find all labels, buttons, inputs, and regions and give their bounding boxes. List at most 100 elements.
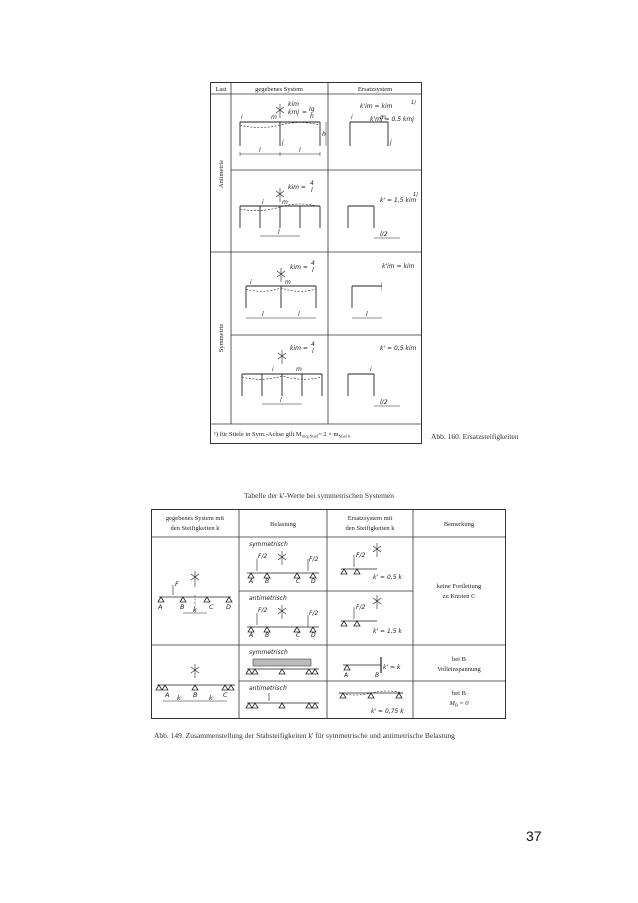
- header-load: Belastung: [270, 521, 297, 528]
- given2-B: B: [193, 691, 198, 699]
- load-anti-F2-left: F/2: [258, 607, 267, 614]
- load-anti-F2-right: F/2: [309, 610, 318, 617]
- row3-den: l: [312, 267, 314, 274]
- substitute2-kprime: k' = k: [383, 664, 401, 671]
- header-last: Last: [215, 86, 226, 93]
- row2-given-beam: [239, 188, 321, 237]
- substitute-anti-F2: F/2: [356, 604, 365, 611]
- substitute-sym-kprime: k' = 0,5 k: [373, 574, 402, 581]
- row1-eq: =: [302, 109, 307, 116]
- row1-label-kim: kim: [288, 101, 299, 108]
- load-symmetric-beam: [247, 551, 319, 579]
- given-k: k: [193, 606, 197, 614]
- row3-l-right: l: [298, 311, 300, 318]
- given2-A: A: [164, 691, 169, 699]
- remark2-at-b: bei B: [452, 656, 467, 663]
- row4-m: m: [296, 366, 302, 373]
- row4-kim: kim =: [290, 345, 308, 352]
- row3-substitute: [351, 282, 384, 319]
- given-F: F: [175, 580, 179, 588]
- given2-k-left: k: [177, 694, 181, 702]
- header-given-line2: den Steifigkeiten k: [170, 525, 220, 532]
- substitute2-B: B: [375, 672, 379, 679]
- given-beam-three-supports: [155, 664, 235, 702]
- row3-given-frame: [245, 268, 317, 319]
- row1-l-left: l: [259, 147, 261, 154]
- figure-160-caption: Abb. 160. Ersatzsteifigkeiten: [431, 432, 519, 441]
- figure-160-substitute-stiffness: Last gegebenes System Ersatzsystem Antim…: [210, 82, 422, 444]
- row3-m: m: [285, 279, 291, 286]
- load-sym-D: D: [311, 578, 316, 585]
- given2-k-right: k: [209, 694, 213, 702]
- substitute-anti-kprime: k' = 1,5 k: [373, 628, 402, 635]
- figure-149-caption: Abb. 149. Zusammenstellung der Stabsteif…: [154, 731, 455, 740]
- row2-i: i: [262, 199, 264, 206]
- figure-149-stiffness-table: gegebenes System mit den Steifigkeiten k…: [151, 509, 506, 719]
- row3-num: 4: [311, 260, 315, 267]
- load-sym-F2-right: F/2: [309, 556, 318, 563]
- row1-given-frame: [239, 104, 327, 156]
- row4-sub-l2: l/2: [380, 399, 388, 406]
- header-given-line1: gegebenes System mit: [166, 515, 224, 522]
- remark-to-node-c: zu Knoten C: [443, 593, 476, 600]
- row4-substitute: [347, 373, 400, 407]
- row1-sub-i: i: [351, 114, 353, 121]
- table-149-title: Tabelle der k'-Werte bei symmetrischen S…: [244, 491, 394, 500]
- row3-sub-l: l: [366, 311, 368, 318]
- row2-l: l: [278, 229, 280, 236]
- load-antimetric-beam: [247, 605, 319, 633]
- row1-substitute-frame: [349, 121, 389, 146]
- row1-sub-kim: k'im = kim: [360, 103, 393, 110]
- row3-i: i: [250, 279, 252, 286]
- load2-symmetric-udl-beam: [245, 658, 319, 675]
- row4-l: l: [280, 397, 282, 404]
- load3-antimetric-label: antimetrisch: [249, 685, 287, 692]
- remark3-moment-zero: MB = 0: [448, 700, 469, 708]
- row2-num: 4: [310, 180, 314, 187]
- load-anti-B: B: [265, 632, 269, 639]
- load3-antimetric-beam: [245, 693, 319, 709]
- row1-l-right: l: [299, 147, 301, 154]
- load-sym-A: A: [248, 578, 253, 585]
- row1-label-kmj: kmj: [288, 109, 299, 116]
- row4-sub-label: k' = 0,5 kim: [380, 345, 417, 352]
- row3-l-left: l: [262, 311, 264, 318]
- footnote-160: ¹) für Stiele in Sym.-Achse gilt Mm/g St…: [214, 431, 351, 439]
- header-substitute-line1: Ersatzsystem mit: [348, 515, 393, 522]
- row2-sub-l2: l/2: [380, 231, 388, 238]
- substitute-sym-beam: [340, 543, 382, 575]
- substitute2-A: A: [343, 672, 348, 679]
- row1-i: i: [241, 114, 243, 121]
- row1-sub-j: j: [389, 139, 392, 146]
- header-given-system: gegebenes System: [255, 86, 303, 93]
- load-sym-C: C: [296, 578, 301, 585]
- load-symmetric-label: symmetrisch: [249, 541, 288, 548]
- group-label-antimetrie: Antimetrie: [218, 160, 225, 188]
- substitute-anti-beam: [340, 595, 382, 627]
- row4-given-beam: [241, 350, 323, 405]
- row4-i: i: [272, 366, 274, 373]
- header-substitute-system: Ersatzsystem: [358, 86, 392, 93]
- header-remark: Bemerkung: [444, 521, 475, 528]
- given-B: B: [180, 603, 185, 611]
- row1-footnote-mark: 1): [411, 100, 416, 106]
- row2-m: m: [282, 199, 288, 206]
- remark2-full-fixity: Volleinspannung: [437, 666, 481, 673]
- given-C: C: [209, 603, 214, 611]
- row1-h: h: [322, 131, 326, 138]
- header-substitute-line2: den Steifigkeiten k: [345, 525, 395, 532]
- given-D: D: [226, 603, 231, 611]
- load2-symmetric-label: symmetrisch: [249, 649, 288, 656]
- substitute2-beam: [343, 657, 382, 673]
- row1-sub-kmj: k'mj = 0,5 kmj: [370, 116, 414, 123]
- remark-no-propagation: keine Fortleitung: [437, 583, 482, 590]
- row1-m: m: [271, 114, 277, 121]
- load-anti-A: A: [248, 632, 253, 639]
- row4-num: 4: [311, 341, 315, 348]
- row1-j: j: [281, 139, 284, 146]
- row2-kim: kim =: [288, 184, 306, 191]
- page-number: 37: [526, 828, 542, 844]
- load-antimetric-label: antimetrisch: [249, 595, 287, 602]
- row2-den: l: [311, 187, 313, 194]
- substitute3-beam: [338, 690, 404, 699]
